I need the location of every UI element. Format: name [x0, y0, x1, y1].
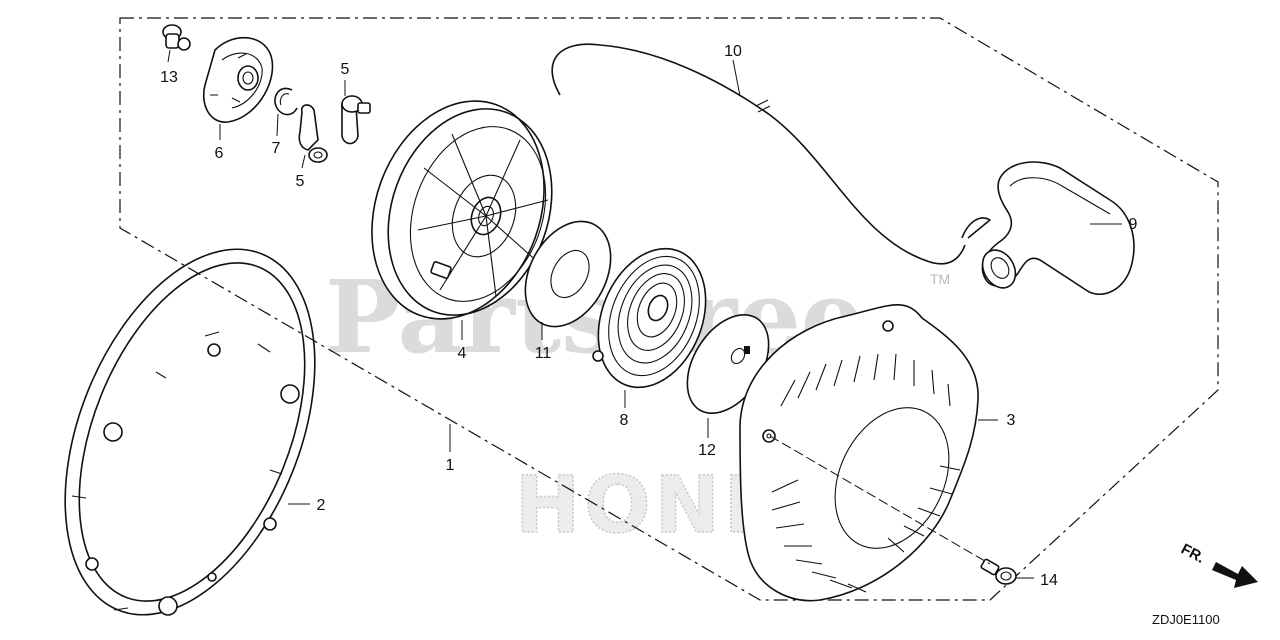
callout-2: 2: [317, 497, 326, 514]
watermark-trademark: TM: [930, 271, 950, 287]
part-6-ratchet[interactable]: [203, 36, 274, 123]
part-14-bolt[interactable]: [980, 558, 1017, 585]
part-7-ring[interactable]: [274, 87, 298, 116]
ring-lugs: [85, 343, 300, 616]
housing-vent-slots: [771, 353, 961, 593]
leader-14-axis: [769, 435, 991, 565]
leader-10: [732, 59, 741, 97]
leader-13: [167, 49, 171, 63]
callout-13: 13: [160, 69, 178, 86]
part-9-grip[interactable]: [976, 161, 1135, 295]
callout-1: 1: [446, 457, 455, 474]
callout-5-upper: 5: [341, 61, 350, 78]
callout-3: 3: [1007, 412, 1016, 429]
callout-9: 9: [1129, 216, 1138, 233]
front-arrow-icon: [1212, 562, 1258, 588]
callout-5-lower: 5: [296, 173, 305, 190]
callout-12: 12: [698, 442, 716, 459]
leader-5b: [301, 154, 306, 169]
front-label: FR.: [1178, 541, 1207, 567]
part-2-cover-ring[interactable]: [16, 213, 364, 640]
part-5-pawl-upper[interactable]: [341, 95, 371, 145]
leader-7: [276, 113, 279, 137]
part-4-reel[interactable]: [343, 77, 580, 344]
callouts: 1 2 3 4 5 5 6 7 8 9 10 11 12 13 14: [160, 43, 1137, 589]
part-10-rope[interactable]: [551, 43, 991, 265]
callout-8: 8: [620, 412, 629, 429]
part-13-bolt[interactable]: [162, 24, 191, 51]
callout-11: 11: [535, 345, 552, 362]
part-5-pawl-lower[interactable]: [298, 104, 328, 163]
assembly-boundary: [119, 17, 1219, 601]
diagram-code: ZDJ0E1100: [1152, 612, 1220, 627]
front-direction-indicator: FR.: [1178, 541, 1258, 588]
callout-14: 14: [1040, 572, 1058, 589]
callout-10: 10: [724, 43, 742, 60]
callout-4: 4: [458, 345, 467, 362]
callout-6: 6: [215, 145, 224, 162]
part-8-spring[interactable]: [579, 233, 726, 404]
part-3-housing[interactable]: [739, 304, 979, 602]
callout-7: 7: [272, 140, 281, 157]
